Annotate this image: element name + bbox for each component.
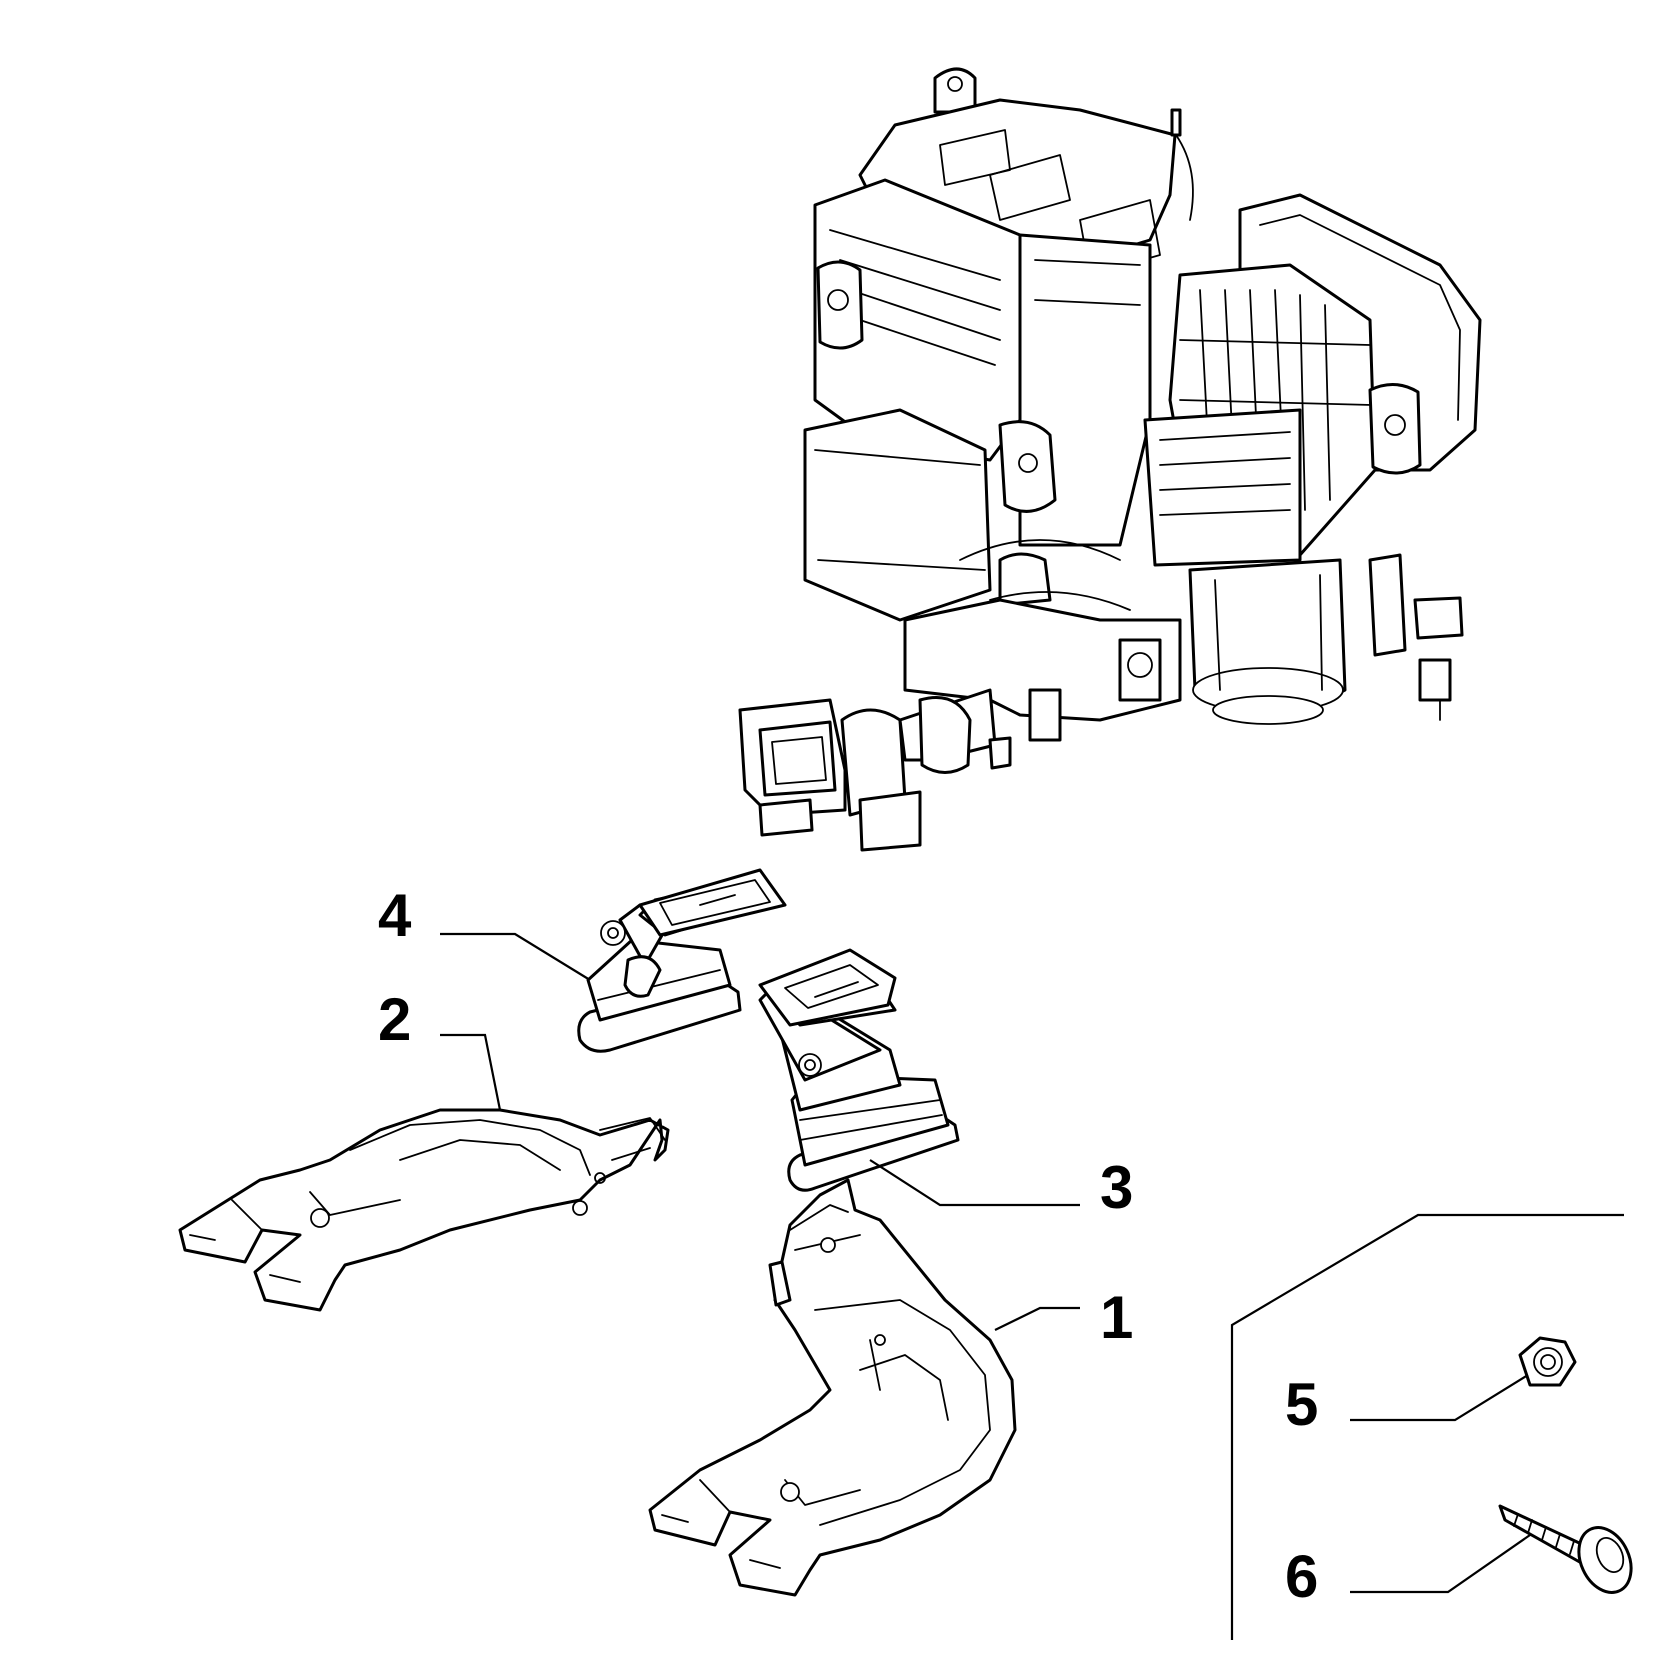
leader-line-2 <box>440 1033 502 1111</box>
part-3-duct-adapter <box>758 948 960 1192</box>
callout-6: 6 <box>1285 1543 1318 1610</box>
callout-2: 2 <box>378 986 411 1053</box>
part-4-duct-adapter <box>577 868 787 1053</box>
callout-3: 3 <box>1100 1154 1133 1221</box>
leader-line-3 <box>869 1159 1080 1207</box>
fasteners-box-frame <box>1230 1213 1624 1640</box>
part-1-floor-duct <box>648 1178 1017 1597</box>
leader-line-5 <box>1350 1374 1529 1422</box>
leader-line-1 <box>994 1306 1080 1331</box>
callout-5: 5 <box>1285 1371 1318 1438</box>
part-6-screw <box>1498 1504 1633 1594</box>
hvac-heater-assembly <box>738 67 1482 852</box>
callout-1: 1 <box>1100 1284 1133 1351</box>
callout-4: 4 <box>378 882 412 949</box>
part-2-floor-duct <box>178 1108 670 1312</box>
leader-line-6 <box>1350 1534 1531 1594</box>
leader-line-4 <box>440 932 591 981</box>
part-5-nut <box>1518 1336 1577 1387</box>
